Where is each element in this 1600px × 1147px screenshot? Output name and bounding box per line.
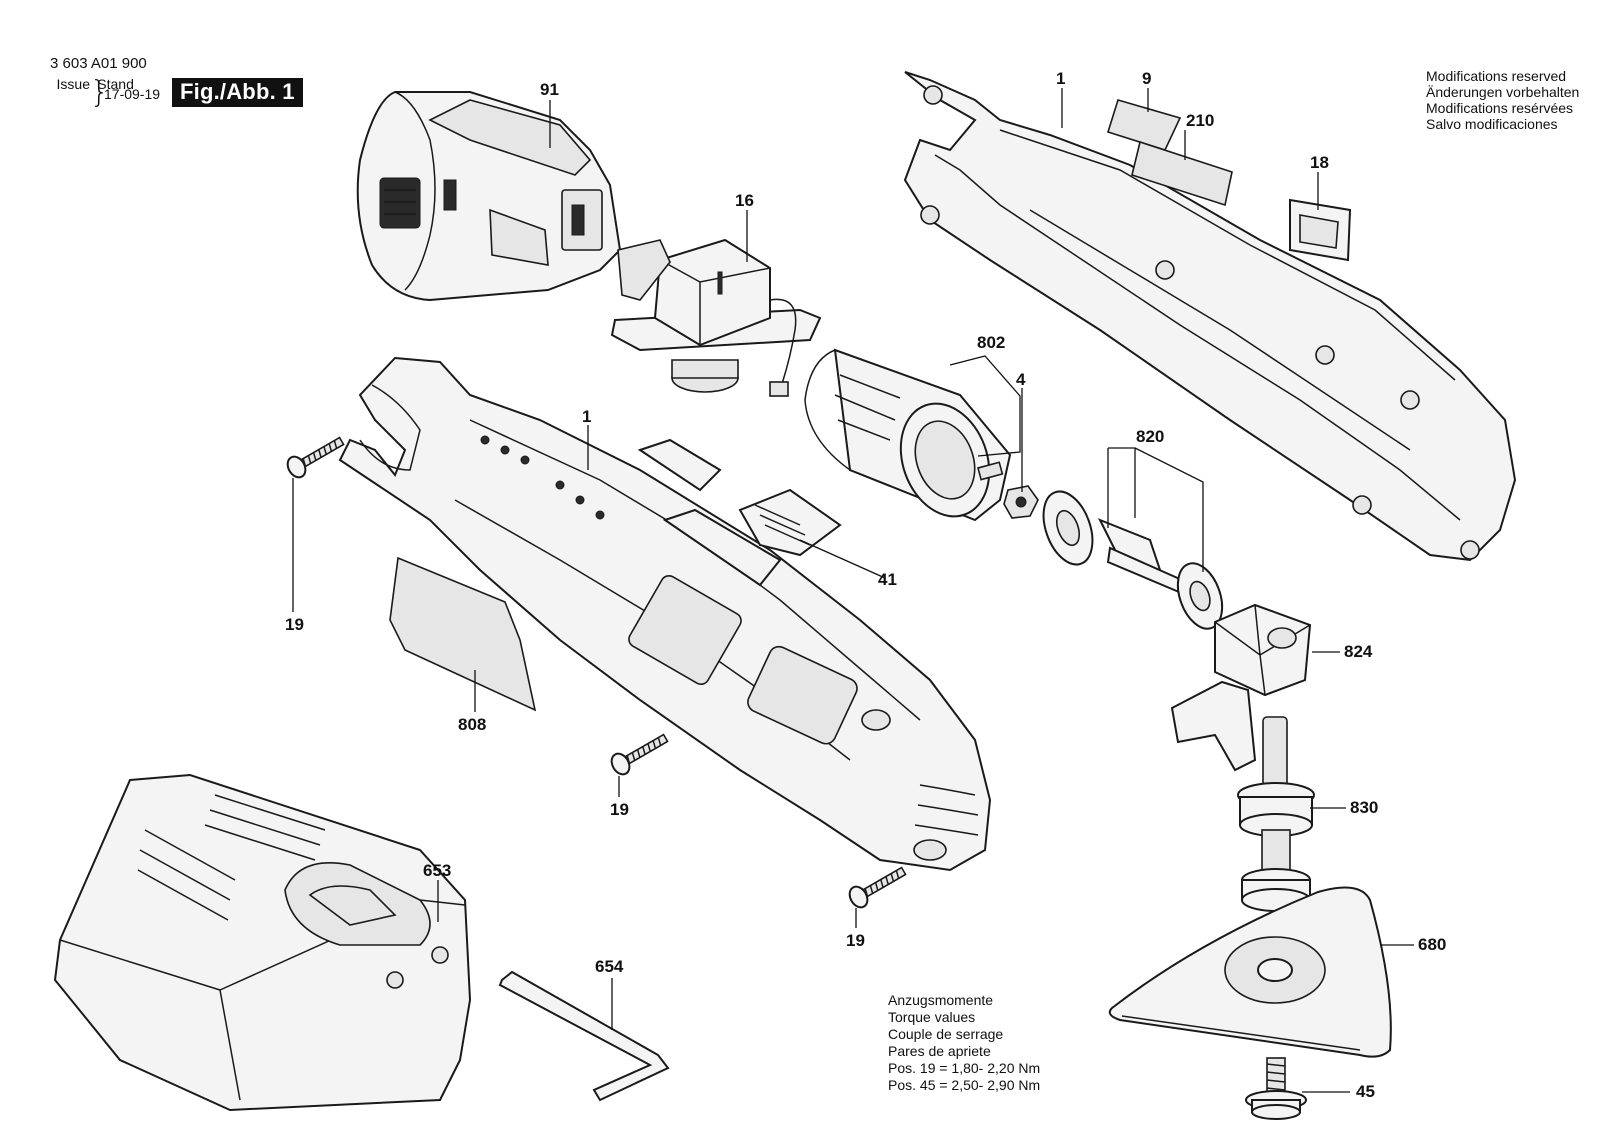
hex-key-drawing: [498, 970, 670, 1102]
label-210: 210: [1186, 111, 1214, 130]
issue-labels: Issue Stand: [50, 76, 134, 92]
label-91: 91: [540, 80, 559, 99]
torque-pos-19: Pos. 19 = 1,80- 2,20 Nm: [888, 1060, 1041, 1076]
label-18: 18: [1310, 153, 1329, 172]
mod-line-de: Änderungen vorbehalten: [1426, 84, 1580, 100]
label-653: 653: [423, 861, 451, 880]
label-1-lower: 1: [582, 407, 591, 426]
bearing-set-drawing: [1042, 490, 1224, 630]
label-808: 808: [458, 715, 486, 734]
torque-line-es: Pares de apriete: [888, 1043, 991, 1059]
issue-date: 17-09-19: [104, 86, 161, 102]
label-1-top: 1: [1056, 69, 1065, 88]
mod-line-fr: Modifications resérvées: [1426, 100, 1574, 116]
charger-drawing: [53, 773, 472, 1112]
mod-line-es: Salvo modificaciones: [1426, 116, 1558, 132]
label-19-left: 19: [285, 615, 304, 634]
sanding-pad-drawing: [1108, 886, 1392, 1058]
motor-drawing: [804, 348, 1012, 522]
brace-icon: }: [90, 75, 110, 110]
document-number: 3 603 A01 900: [50, 55, 147, 72]
part-number-labels: 91 16 1 9 210 18 802 4 1 820 41 19 808 8…: [285, 69, 1446, 1101]
housing-right-drawing: [903, 71, 1517, 562]
switch-drawing: [610, 238, 822, 397]
label-820: 820: [1136, 427, 1164, 446]
torque-notes: Anzugsmomente Torque values Couple de se…: [888, 992, 1040, 1094]
label-824: 824: [1344, 642, 1373, 661]
leader-lines: [292, 88, 1414, 1093]
label-19-mid: 19: [610, 800, 629, 819]
housing-left-drawing: [338, 356, 992, 872]
label-4: 4: [1016, 370, 1026, 389]
torque-pos-45: Pos. 45 = 2,50- 2,90 Nm: [888, 1077, 1041, 1093]
nameplate-drawing: [389, 556, 537, 712]
mod-line-en: Modifications reserved: [1426, 68, 1567, 84]
modifications-notice: Modifications reserved Änderungen vorbeh…: [1426, 68, 1579, 132]
label-41: 41: [878, 570, 897, 589]
label-16: 16: [735, 191, 754, 210]
stand-label: Stand: [97, 76, 134, 92]
label-830: 830: [1350, 798, 1378, 817]
pinion-drawing: [1003, 485, 1039, 519]
slide-switch-drawing: [637, 438, 842, 587]
issue-label: Issue: [56, 76, 90, 92]
cap-drawing: [1289, 198, 1352, 262]
torque-line-fr: Couple de serrage: [888, 1026, 1004, 1042]
spindle-drawing: [1170, 680, 1315, 912]
figure-badge: Fig./Abb. 1: [172, 78, 303, 107]
label-plates-drawing: [1106, 99, 1233, 207]
label-9: 9: [1142, 69, 1151, 88]
label-45: 45: [1356, 1082, 1375, 1101]
torque-line-en: Torque values: [888, 1009, 976, 1025]
label-680: 680: [1418, 935, 1446, 954]
gear-head-drawing: [1214, 603, 1312, 697]
clamp-screw-drawing: [1245, 1057, 1307, 1120]
label-654: 654: [595, 957, 624, 976]
label-802: 802: [977, 333, 1005, 352]
screws-drawing: [286, 436, 907, 909]
battery-pack-drawing: [356, 91, 622, 302]
torque-line-de: Anzugsmomente: [888, 992, 994, 1008]
label-19-right: 19: [846, 931, 865, 950]
